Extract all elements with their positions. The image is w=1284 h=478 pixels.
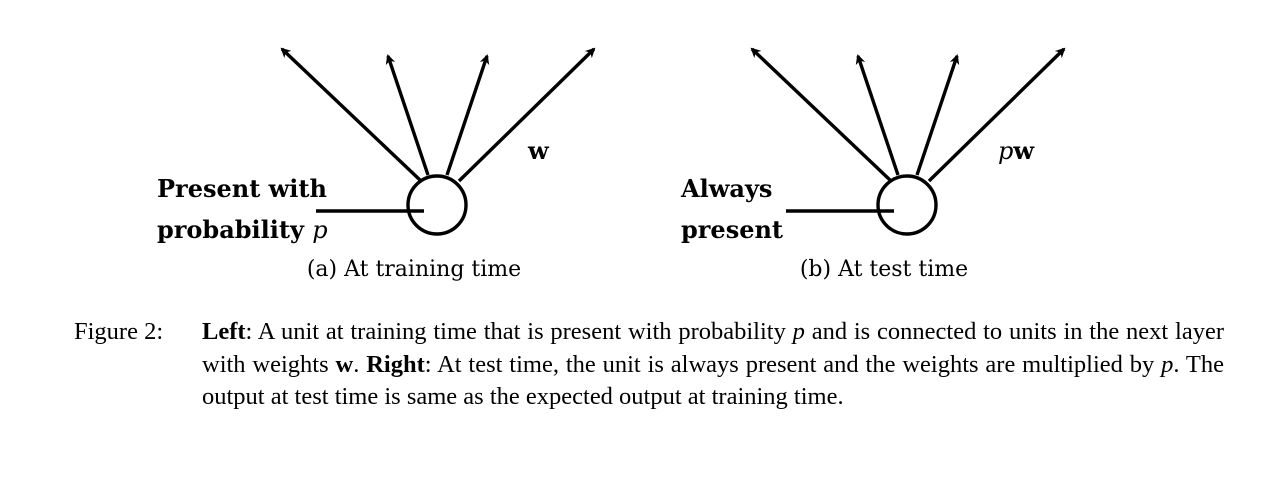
side-label-line2: probability p	[157, 215, 328, 244]
caption-seg3: .	[353, 350, 367, 378]
panel-caption: (b) At test time	[800, 257, 968, 282]
weight-label: w	[527, 136, 550, 165]
caption-weights: w	[335, 350, 354, 378]
output-arrow	[855, 54, 900, 176]
output-arrow	[457, 47, 596, 183]
side-label-line1: Always	[680, 174, 772, 203]
panel-caption: (a) At training time	[307, 257, 521, 282]
side-label-line2: present	[681, 215, 783, 244]
output-arrow	[280, 47, 422, 182]
caption-seg4: : At test time, the unit is always prese…	[424, 350, 1162, 378]
side-label-text: probability	[157, 215, 312, 244]
output-arrow	[750, 47, 892, 182]
caption-text: Left: A unit at training time that is pr…	[202, 316, 1224, 414]
figure-caption: Figure 2: Left: A unit at training time …	[74, 316, 1224, 414]
weight-prefix: p	[998, 137, 1013, 165]
side-label-line1: Present with	[157, 174, 327, 203]
output-arrows	[750, 47, 1066, 183]
panel-training: w Present with probability p (a) At trai…	[157, 47, 596, 282]
side-label-text: present	[681, 215, 783, 244]
caption-seg5: . The output at test time is same as the…	[202, 350, 1225, 411]
unit-node	[876, 174, 938, 236]
weight-symbol: w	[527, 136, 550, 165]
output-arrows	[280, 47, 596, 183]
weight-symbol: w	[1012, 136, 1035, 165]
caption-var-p: p	[792, 318, 805, 345]
output-arrow	[927, 47, 1066, 183]
weight-label: pw	[998, 136, 1035, 165]
output-arrow	[445, 54, 490, 176]
figure-number: Figure 2:	[74, 318, 164, 345]
caption-seg2: and is connected to units in the next la…	[202, 318, 1224, 378]
unit-node	[406, 174, 468, 236]
caption-seg1: : A unit at training time that is presen…	[245, 318, 793, 345]
left-label: Left	[202, 318, 246, 345]
output-arrow	[385, 54, 430, 176]
side-label-var: p	[312, 216, 327, 244]
dropout-figure: w Present with probability p (a) At trai…	[157, 47, 1066, 282]
right-label: Right	[366, 350, 425, 378]
panel-test: pw Always present (b) At test time	[680, 47, 1066, 282]
output-arrow	[915, 54, 960, 176]
caption-var-p: p	[1161, 350, 1174, 378]
